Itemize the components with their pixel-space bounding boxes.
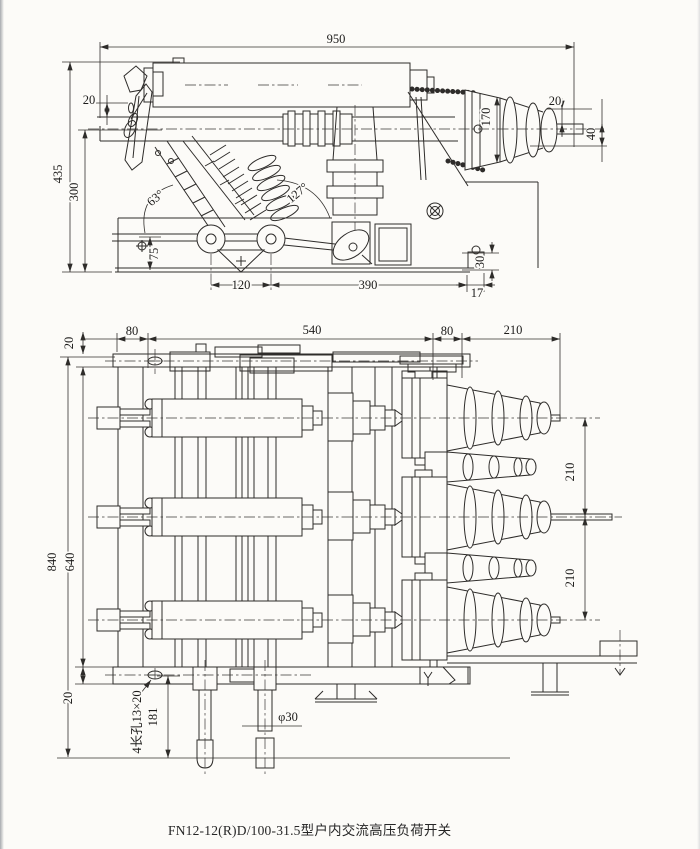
rear-bushing-1 (424, 451, 537, 483)
dim-base-height: 75 (147, 248, 161, 261)
dim-travel-angle: 127° (284, 180, 311, 206)
spring-insulator (209, 144, 267, 221)
dim-overall-height: 435 (51, 165, 65, 184)
dim-base-length: 390 (359, 278, 378, 292)
scan-edge-right (697, 0, 700, 849)
dim-plate-thickness: 20 (61, 692, 75, 705)
dim-right-span: 80 (441, 324, 454, 338)
phase-centerlines (88, 360, 622, 676)
dim-shaft-length: 181 (146, 708, 160, 727)
support-legs (314, 663, 569, 703)
latch-hook (123, 65, 164, 171)
dim-bushing-dia: 170 (479, 108, 493, 127)
operating-shafts (192, 660, 277, 776)
ladder-insulator (154, 135, 255, 234)
top-view: 950 20 435 300 63° 127° 75 (49, 30, 607, 302)
dim-foot-width: 17 (471, 286, 484, 300)
dim-phase-spacing-lower: 210 (563, 569, 577, 588)
dim-left-span: 80 (126, 324, 139, 338)
bottom-view: 80 540 80 210 20 840 640 20 210 210 (43, 321, 638, 776)
dim-bushing-span: 210 (504, 323, 523, 337)
side-bushing (409, 86, 584, 174)
figure-caption: FN12-12(R)D/100-31.5型户内交流高压负荷开关 (168, 823, 452, 838)
dim-blade-angle: 63° (144, 187, 166, 209)
drive-member (97, 110, 458, 147)
pivot-linkage (112, 221, 373, 273)
slot-note-label: 4长孔13×20 (130, 690, 144, 753)
dim-phase-spacing-upper: 210 (563, 463, 577, 482)
dim-center-span: 540 (303, 323, 322, 337)
dim-terminal-offset: 20 (549, 94, 562, 108)
dim-terminal-height: 40 (584, 128, 598, 141)
scan-edge-left (0, 0, 4, 849)
bottom-view-dimensions: 80 540 80 210 20 840 640 20 210 210 (43, 321, 588, 759)
dim-overall-width: 950 (327, 32, 346, 46)
dim-axis-height: 300 (67, 183, 81, 202)
center-post-insulator (326, 105, 384, 235)
dim-rail-offset: 20 (62, 337, 76, 350)
rear-bushing-2 (424, 552, 537, 584)
bushing-phase3 (401, 572, 561, 661)
dim-frame-offset: 20 (83, 93, 96, 107)
dim-shaft-diameter: φ30 (278, 710, 298, 724)
dim-overall-height-bv: 840 (45, 553, 59, 572)
dim-frame-height: 640 (63, 553, 77, 572)
base-frame (115, 91, 539, 273)
arc-chamber-cylinder (143, 57, 435, 108)
dim-pivot-spacing: 120 (232, 278, 251, 292)
dim-foot-height: 30 (473, 256, 487, 269)
